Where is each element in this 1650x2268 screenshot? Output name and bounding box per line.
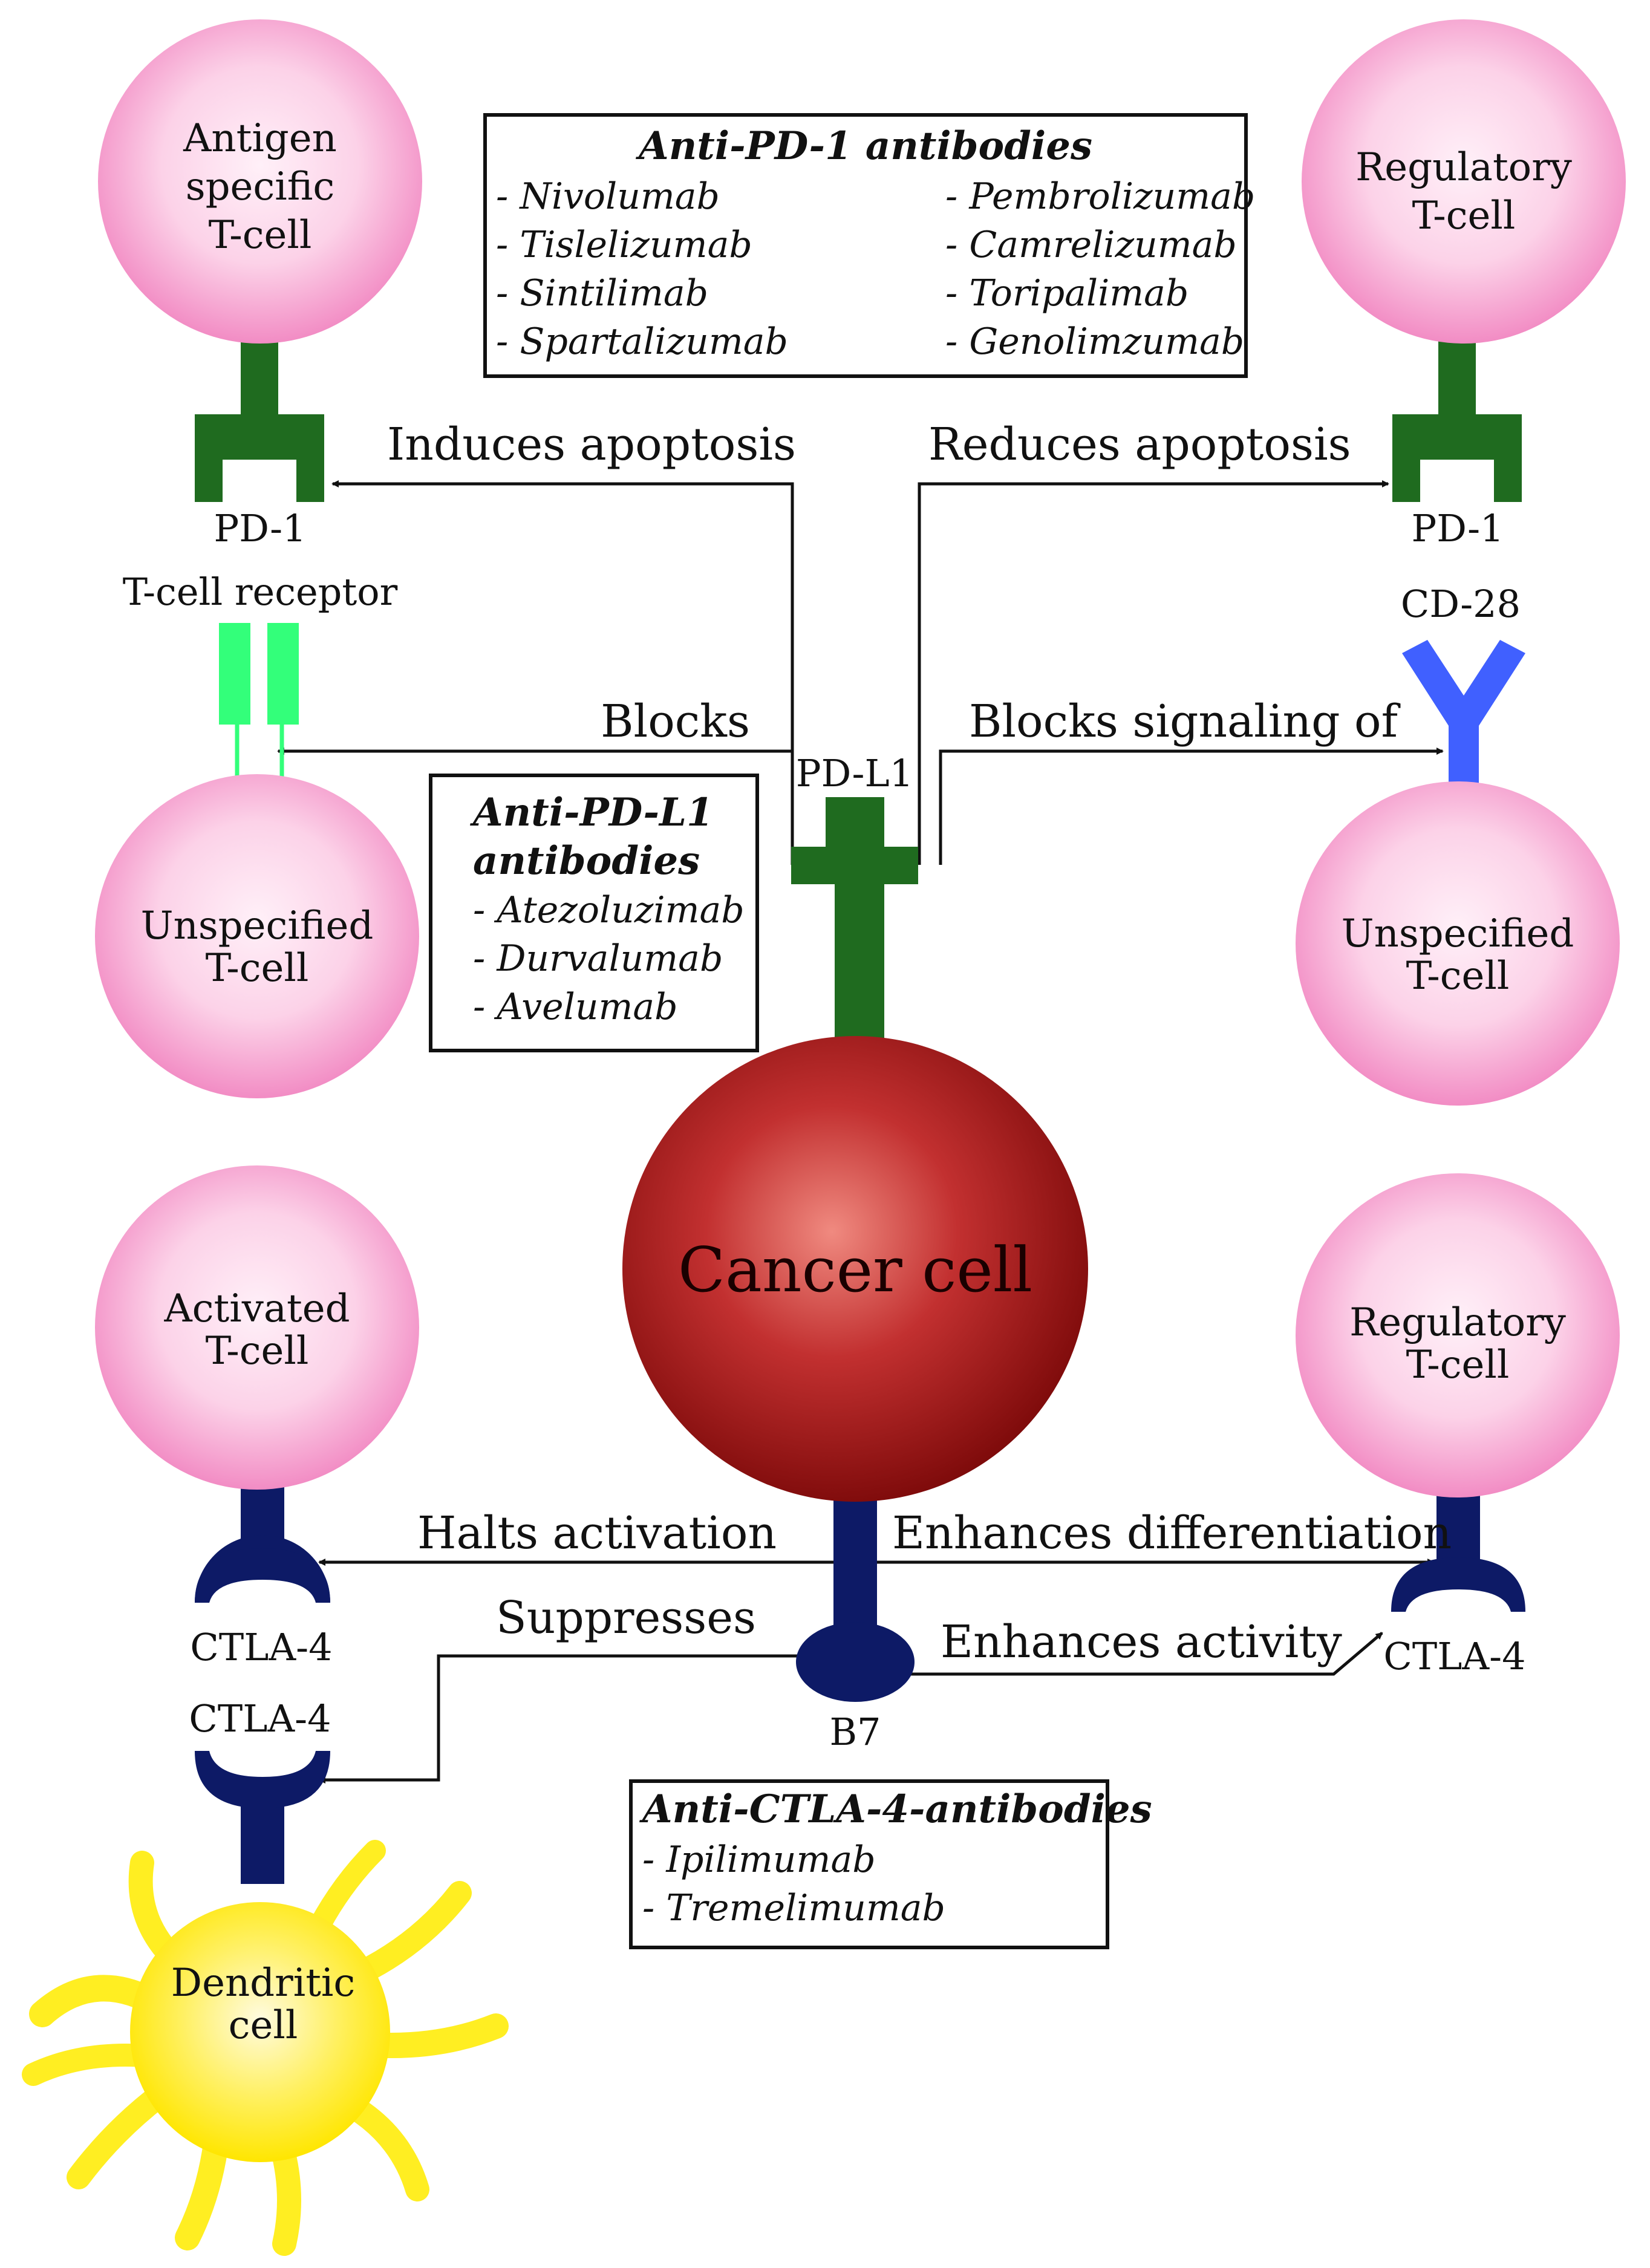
anti-pdl1-item: - Atezoluzimab [473, 889, 745, 931]
anti-pdl1-title: antibodies [473, 838, 700, 884]
antigen-specific-tcell [98, 19, 422, 344]
cell-label: T-cell [206, 946, 309, 991]
anti-pdl1-box: Anti-PD-L1 antibodies - Atezoluzimab - D… [429, 774, 759, 1052]
cancer-cell [622, 1036, 1088, 1502]
label-enhances-activity: Enhances activity [941, 1616, 1342, 1668]
anti-pd1-item: - Nivolumab [496, 175, 720, 218]
cell-label: T-cell [209, 213, 312, 258]
activated-tcell [95, 1165, 419, 1490]
anti-pdl1-item: - Durvalumab [473, 937, 723, 980]
anti-pdl1-item: - Avelumab [473, 986, 678, 1028]
label-reduces-apoptosis: Reduces apoptosis [928, 419, 1351, 471]
cancer-cell-label: Cancer cell [678, 1234, 1032, 1306]
regulatory-tcell-bottom [1296, 1173, 1620, 1497]
pdl1-label: PD-L1 [796, 751, 913, 795]
cell-label: cell [229, 2003, 298, 2048]
anti-pd1-box: Anti-PD-1 antibodies - Nivolumab - Tisle… [483, 113, 1255, 378]
arrow-blocks [277, 748, 794, 865]
anti-pd1-item: - Camrelizumab [945, 224, 1237, 266]
anti-pdl1-title: Anti-PD-L1 [470, 790, 714, 835]
cell-label: T-cell [206, 1329, 309, 1374]
anti-pd1-item: - Tislelizumab [496, 224, 752, 266]
unspecified-tcell-right [1296, 781, 1620, 1106]
dendritic-cell [22, 1840, 509, 2256]
anti-ctla4-item: - Tremelimumab [642, 1887, 945, 1929]
unspecified-tcell-left [95, 774, 419, 1098]
regulatory-tcell-top [1302, 19, 1626, 344]
cd28-label: CD-28 [1401, 582, 1521, 626]
b7-label: B7 [829, 1710, 881, 1754]
arrow-blocks-signaling [939, 748, 1444, 865]
cell-label: T-cell [1406, 1343, 1510, 1387]
label-enhances-differentiation: Enhances differentiation [892, 1507, 1452, 1559]
arrow-suppresses [318, 1654, 801, 1784]
pd1-label-left: PD-1 [214, 506, 307, 550]
arrow-induces-apoptosis [331, 480, 794, 865]
label-induces-apoptosis: Induces apoptosis [387, 419, 796, 471]
anti-ctla4-title: Anti-CTLA-4-antibodies [639, 1787, 1152, 1832]
arrow-reduces-apoptosis [918, 480, 1389, 865]
pdl1-receptor [791, 797, 918, 1046]
ctla4-label-regulatory: CTLA-4 [1383, 1634, 1525, 1678]
cell-label: Unspecified [141, 904, 374, 948]
cell-label: specific [186, 165, 335, 209]
anti-pd1-title: Anti-PD-1 antibodies [636, 123, 1092, 169]
ctla4-label-dendritic: CTLA-4 [189, 1696, 331, 1741]
cell-label: T-cell [1406, 954, 1510, 999]
cell-label: Unspecified [1342, 911, 1574, 956]
anti-pd1-item: - Sintilimab [496, 272, 708, 314]
anti-pd1-item: - Spartalizumab [496, 321, 788, 363]
cell-label: Regulatory [1349, 1300, 1566, 1345]
tcell-receptor [219, 623, 299, 786]
arrow-enhances-activity [907, 1632, 1383, 1676]
anti-ctla4-item: - Ipilimumab [642, 1839, 876, 1881]
label-blocks: Blocks [601, 696, 750, 748]
anti-ctla4-box: Anti-CTLA-4-antibodies - Ipilimumab - Tr… [629, 1779, 1152, 1949]
tcr-label: T-cell receptor [123, 570, 398, 614]
cell-label: Regulatory [1355, 145, 1572, 190]
cd28-receptor [1402, 640, 1525, 786]
ctla4-dendritic [195, 1751, 330, 1884]
cell-label: Antigen [183, 116, 337, 161]
ctla4-activated [195, 1470, 330, 1603]
pd1-receptor-left [195, 339, 324, 502]
pd1-label-right: PD-1 [1412, 506, 1504, 550]
label-suppresses: Suppresses [496, 1592, 756, 1644]
cell-label: Activated [163, 1286, 350, 1331]
label-halts-activation: Halts activation [417, 1507, 777, 1559]
cell-label: Dendritic [171, 1961, 355, 2006]
connectors [277, 480, 1444, 1784]
label-blocks-signaling: Blocks signaling of [969, 696, 1401, 748]
ctla4-label-activated: CTLA-4 [190, 1625, 332, 1669]
anti-pd1-item: - Toripalimab [945, 272, 1189, 314]
cell-label: T-cell [1412, 194, 1516, 238]
anti-pd1-item: - Pembrolizumab [945, 175, 1255, 218]
pd1-receptor-right [1392, 339, 1522, 502]
anti-pd1-item: - Genolimzumab [945, 321, 1244, 363]
